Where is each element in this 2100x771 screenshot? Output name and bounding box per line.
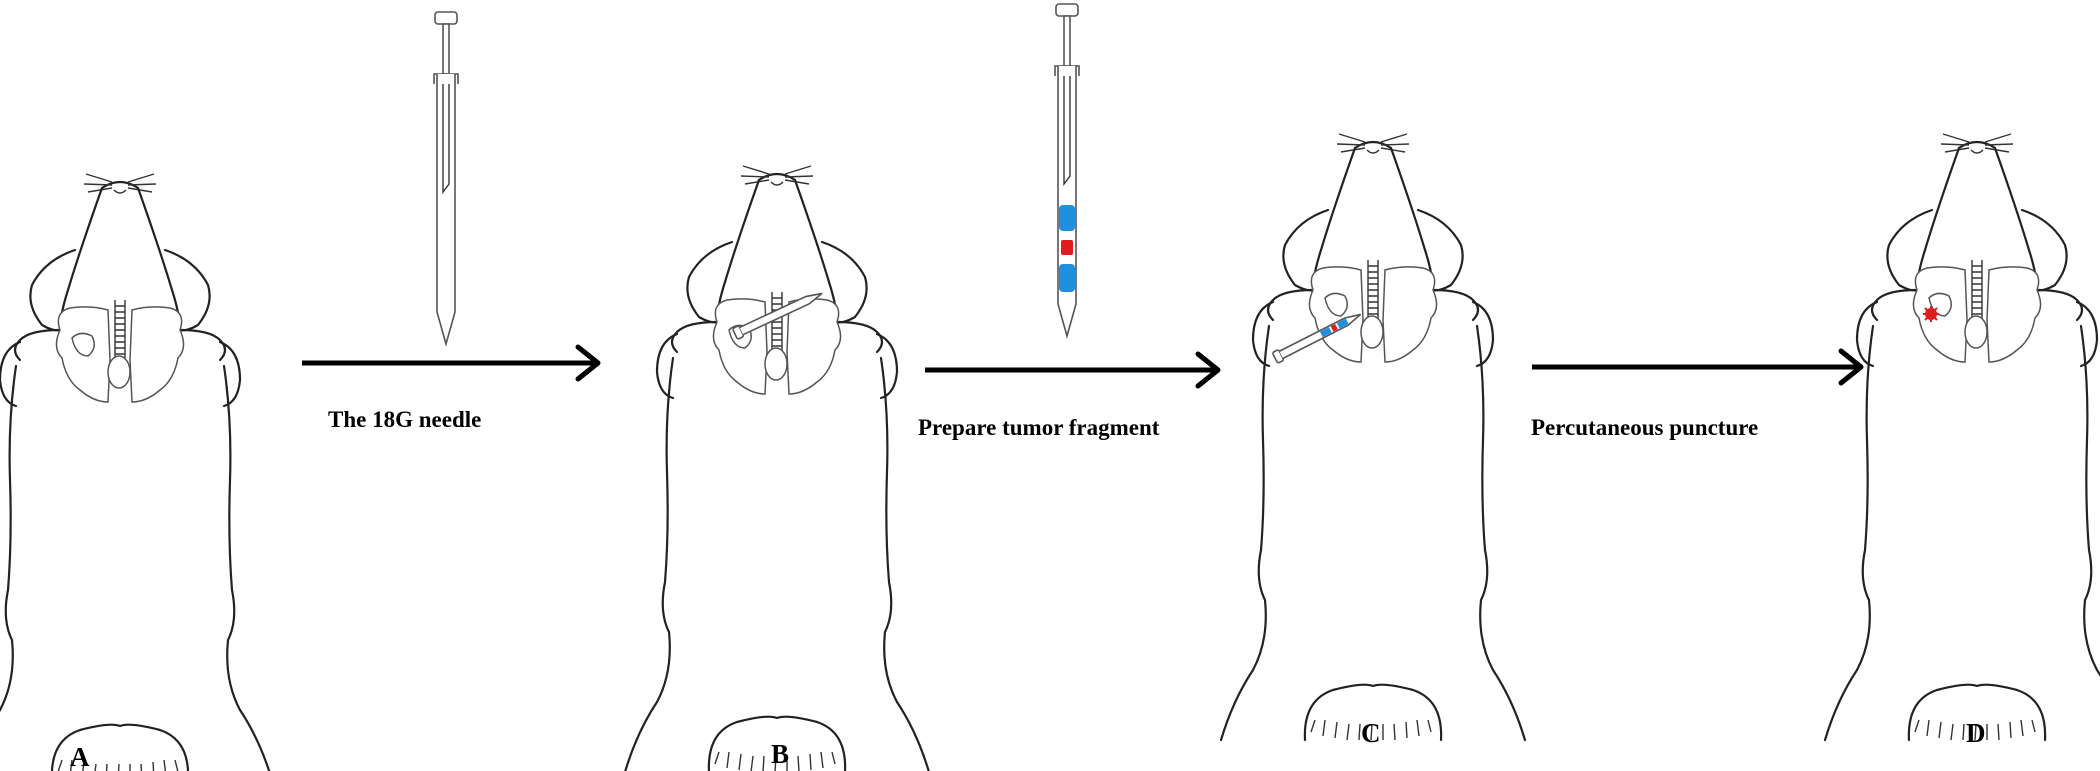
panel-b-needle-in-chest xyxy=(732,292,823,340)
panel-letter-b: B xyxy=(771,739,789,769)
panel-c-loaded-needle xyxy=(1272,313,1362,364)
panel-letter-c: C xyxy=(1361,718,1381,748)
panel-d-implanted-tumor xyxy=(1923,306,1939,322)
panel-letter-d: D xyxy=(1966,718,1986,748)
panel-a-mouse xyxy=(0,172,274,771)
loaded-18g-needle xyxy=(1054,3,1080,337)
step-label-2: Prepare tumor fragment xyxy=(918,415,1160,440)
step-label-3: Percutaneous puncture xyxy=(1531,415,1758,440)
panel-b-mouse xyxy=(623,164,931,771)
gelatin-sponge-bottom xyxy=(1059,264,1075,292)
step-label-1: The 18G needle xyxy=(328,407,481,432)
arrow-1 xyxy=(302,344,601,382)
gelatin-sponge-top xyxy=(1059,205,1075,231)
panel-letter-a: A xyxy=(70,742,90,771)
panel-c-mouse xyxy=(1219,132,1527,742)
arrow-2 xyxy=(925,351,1221,389)
empty-18g-needle xyxy=(433,11,459,345)
panel-d-mouse xyxy=(1823,132,2100,742)
tumor-fragment xyxy=(1061,240,1073,255)
arrow-3 xyxy=(1532,348,1864,386)
